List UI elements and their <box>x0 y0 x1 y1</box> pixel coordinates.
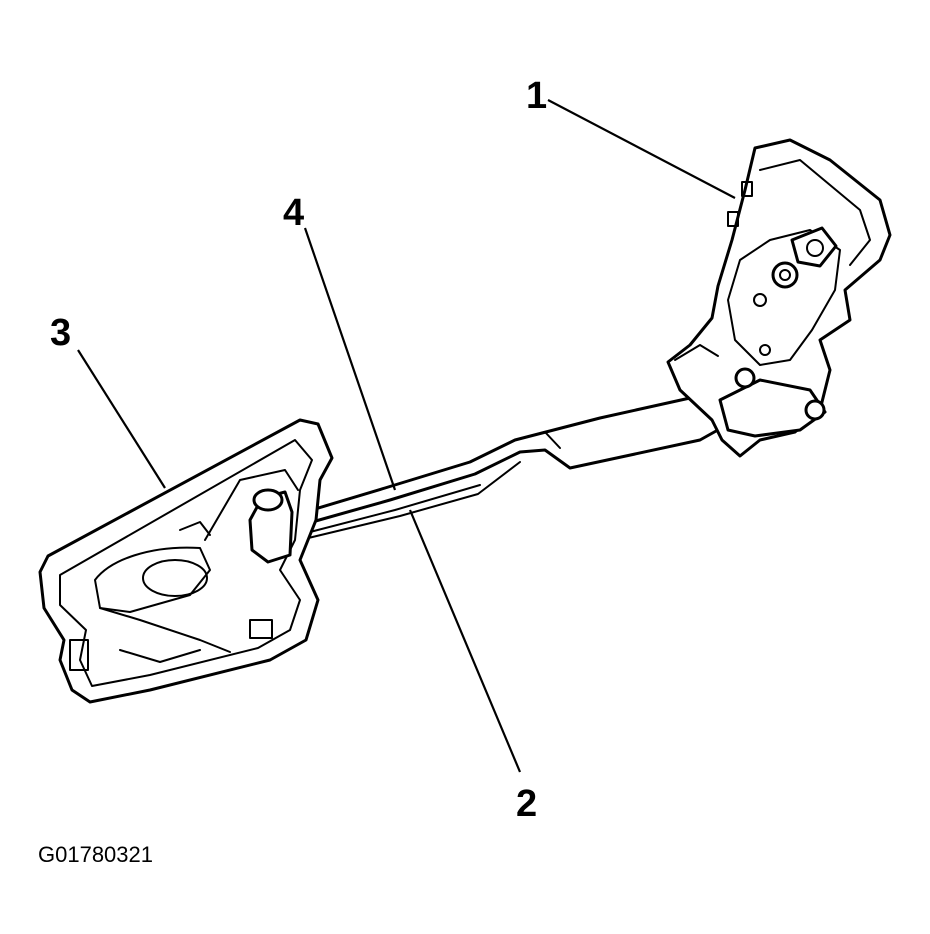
callout-2: 2 <box>516 783 537 825</box>
leader-3 <box>77 349 166 489</box>
figure-id: G01780321 <box>38 842 153 867</box>
leader-2 <box>408 509 522 773</box>
leader-4 <box>303 227 397 491</box>
leader-1 <box>547 99 736 199</box>
inside-handle-assembly <box>38 418 334 704</box>
callout-1: 1 <box>526 75 547 117</box>
callout-3: 3 <box>50 312 71 354</box>
door-latch-assembly <box>666 138 892 458</box>
leader-lines <box>77 99 736 773</box>
callout-4: 4 <box>283 192 304 234</box>
